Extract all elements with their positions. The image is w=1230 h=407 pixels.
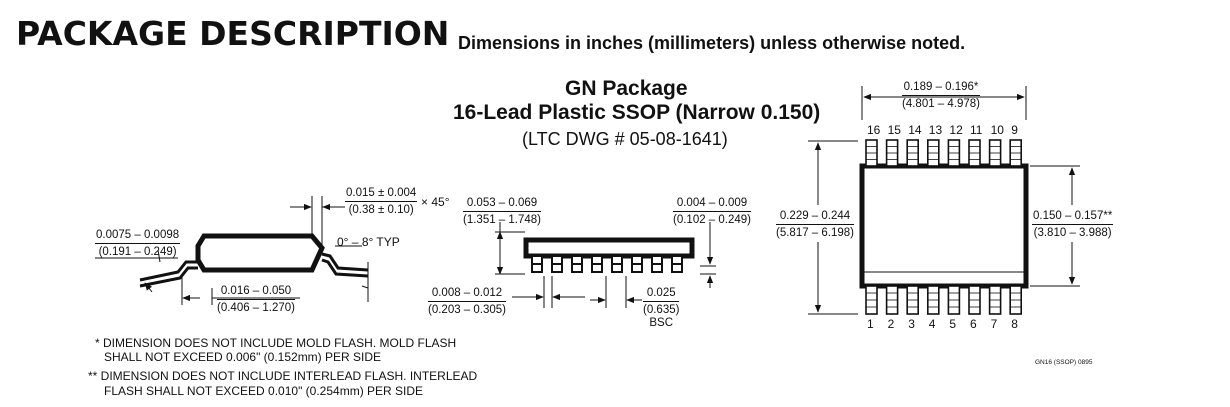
body-width-dimension: 0.150 – 0.157** (3.810 – 3.988) (1032, 210, 1114, 239)
side-profile-view (95, 196, 369, 305)
pin-number: 11 (970, 123, 983, 137)
top-view (808, 86, 1080, 315)
note-mold-flash-1: * DIMENSION DOES NOT INCLUDE MOLD FLASH.… (95, 336, 457, 350)
pin-number: 10 (990, 123, 1004, 137)
pin-number: 9 (1011, 123, 1018, 137)
pin-number: 12 (949, 123, 963, 137)
chamfer-suffix: × 45° (421, 195, 450, 209)
pin-number: 3 (908, 317, 915, 331)
pin-number: 8 (1011, 317, 1018, 331)
pitch-dimension: 0.025 (0.635) BSC (643, 287, 680, 329)
pin-number: 7 (990, 317, 998, 331)
pin-number: 6 (970, 317, 977, 331)
pin-number: 2 (887, 317, 895, 331)
standoff-dimension: 0.004 – 0.009 (0.102 – 0.249) (673, 197, 752, 226)
lead-width-dimension: 0.008 – 0.012 (0.203 – 0.305) (428, 287, 507, 316)
package-type: 16-Lead Plastic SSOP (Narrow 0.150) (453, 101, 821, 124)
drawing-number: (LTC DWG # 05-08-1641) (522, 129, 728, 149)
pin-number: 4 (928, 317, 936, 331)
page-title: PACKAGE DESCRIPTION (16, 14, 450, 53)
height-dimension: 0.053 – 0.069 (1.351 – 1.748) (463, 197, 542, 226)
drawing-code: GN16 (SSOP) 0895 (1035, 359, 1093, 366)
front-view (495, 222, 716, 308)
note-interlead-flash-2: FLASH SHALL NOT EXCEED 0.010" (0.254mm) … (104, 384, 424, 398)
pin-number: 14 (908, 123, 922, 137)
package-name: GN Package (565, 77, 688, 100)
pin-number: 13 (928, 123, 943, 137)
note-interlead-flash-1: ** DIMENSION DOES NOT INCLUDE INTERLEAD … (88, 369, 478, 383)
note-mold-flash-2: SHALL NOT EXCEED 0.006" (0.152mm) PER SI… (104, 350, 382, 364)
pin-number: 16 (867, 123, 881, 137)
pin-number: 15 (887, 123, 901, 137)
pin-number: 5 (949, 317, 957, 331)
lead-thickness-dimension: 0.0075 – 0.0098 (0.191 – 0.249) (95, 229, 181, 258)
chamfer-dimension: 0.015 ± 0.004 (0.38 ± 0.10) (345, 187, 418, 216)
total-width-dimension: 0.229 – 0.244 (5.817 – 6.198) (776, 210, 855, 239)
length-dimension: 0.189 – 0.196* (4.801 – 4.978) (902, 81, 981, 110)
pin-number: 1 (867, 317, 874, 331)
lead-angle-label: 0° – 8° TYP (337, 235, 400, 249)
units-note: Dimensions in inches (millimeters) unles… (458, 33, 966, 53)
foot-length-dimension: 0.016 – 0.050 (0.406 – 1.270) (217, 285, 296, 314)
